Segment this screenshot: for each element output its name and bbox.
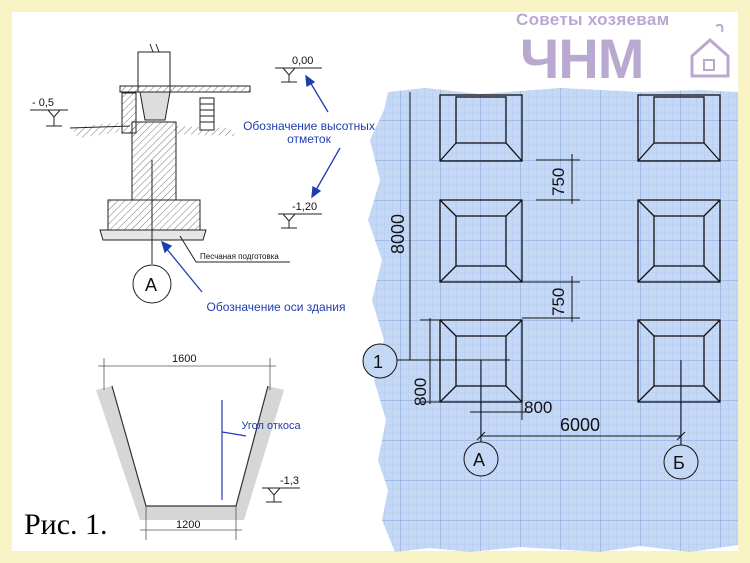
trench-top-width: 1600	[172, 353, 196, 365]
logo-title: ЧНМ	[520, 27, 644, 90]
plan-dim-6000: 6000	[560, 415, 600, 435]
plan-axis-b-label: Б	[673, 453, 685, 473]
plan-axis-a-label: А	[473, 450, 485, 470]
trench-level: -1,3	[280, 475, 299, 487]
plan-dim-750-upper: 750	[549, 168, 568, 196]
plan-dim-800-horizontal: 800	[524, 398, 552, 417]
pad-foundations	[439, 94, 721, 403]
figure-caption: Рис. 1.	[24, 508, 108, 541]
annotation-slope: Угол откоса	[241, 420, 301, 432]
plan-dim-750-lower: 750	[549, 288, 568, 316]
house-logo-icon	[690, 23, 730, 78]
trench-section	[96, 358, 300, 540]
trench-bottom-width: 1200	[176, 519, 200, 531]
level-label-000: 0,00	[292, 55, 313, 67]
foundation-section	[69, 43, 290, 304]
plan-dim-8000: 8000	[388, 214, 408, 254]
plan-dim-800-vertical: 800	[411, 378, 430, 406]
logo-subtitle: Советы хозяевам	[516, 10, 670, 29]
annotation-levels: Обозначение высотных отметок	[243, 119, 375, 146]
annotation-arrows	[160, 74, 341, 293]
section-axis-label: А	[145, 275, 157, 295]
level-marker-m05	[30, 109, 68, 127]
level-marker-m120	[278, 213, 322, 229]
annotation-axis: Обозначение оси здания	[206, 300, 346, 314]
plan-dimensions	[362, 92, 699, 480]
plan-axis-row-label: 1	[373, 352, 383, 372]
sand-label: Песчаная подготовка	[200, 252, 279, 261]
level-marker-000	[275, 67, 322, 83]
level-label-m120: -1,20	[292, 201, 317, 213]
level-label-m05: - 0,5	[32, 97, 54, 109]
